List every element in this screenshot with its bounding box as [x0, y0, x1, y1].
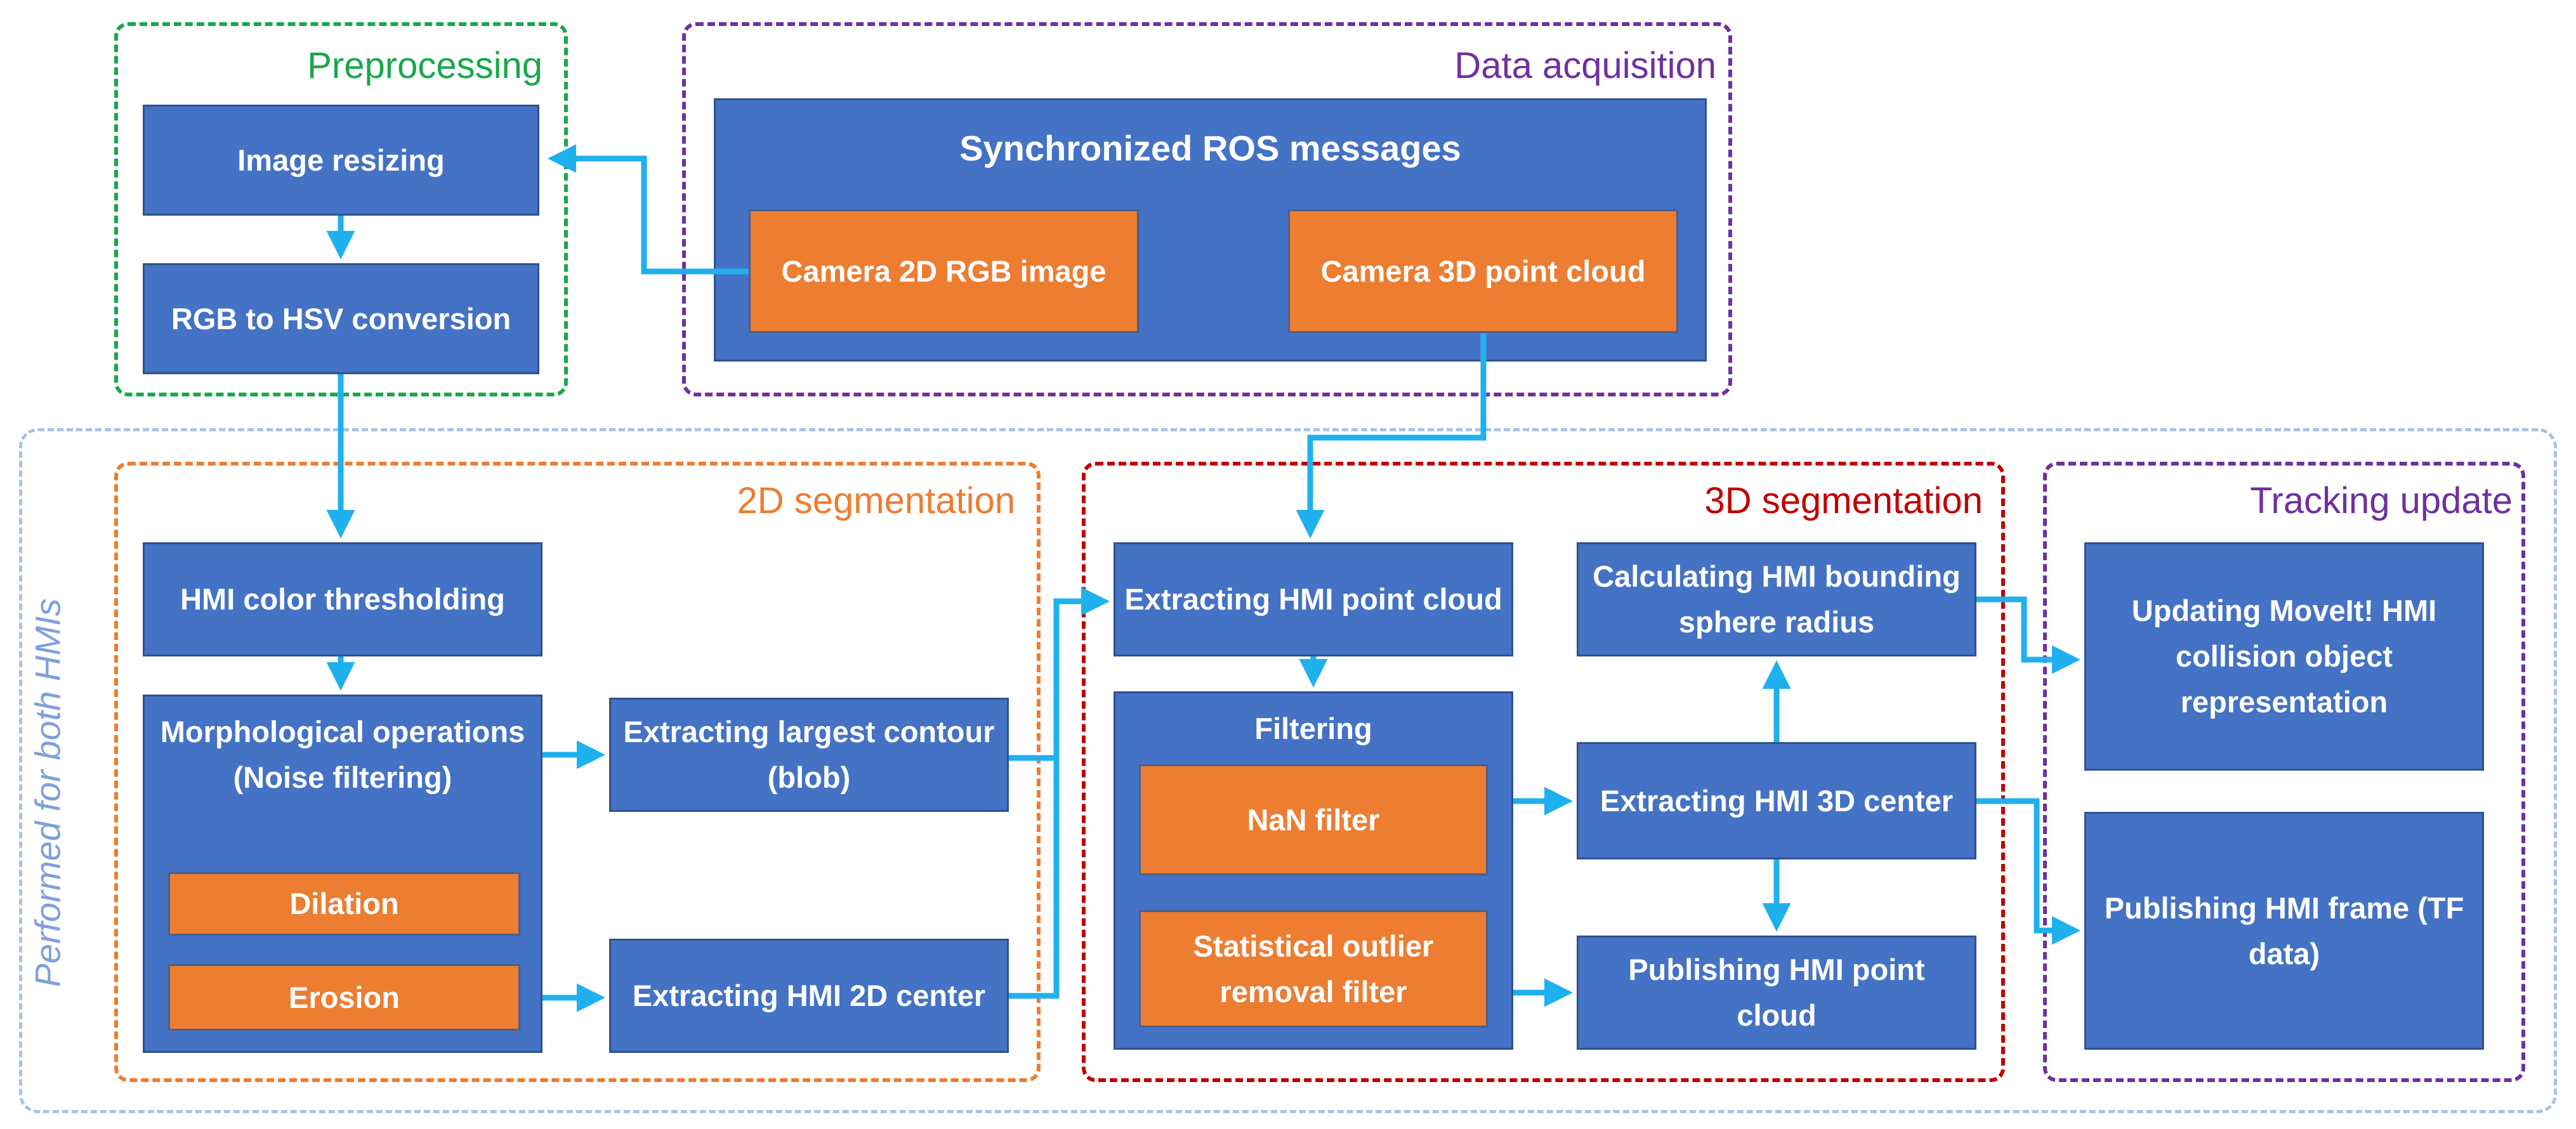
- statistical-outlier-removal-filter-node: Statistical outlier removal filter: [1139, 910, 1488, 1028]
- performed-for-both-hmis-group: [19, 428, 2557, 1113]
- arrow-camera2d-to-resizing: [548, 144, 749, 275]
- data-acquisition-title: Data acquisition: [1454, 45, 1716, 86]
- publishing-hmi-frame-node: Publishing HMI frame (TF data): [2084, 812, 2484, 1050]
- dilation-node: Dilation: [168, 872, 520, 936]
- camera-2d-rgb-image-node: Camera 2D RGB image: [749, 209, 1139, 333]
- segmentation-3d-title: 3D segmentation: [1704, 480, 1983, 521]
- erosion-node: Erosion: [168, 964, 520, 1031]
- image-resizing-node: Image resizing: [143, 105, 539, 216]
- arrow-camera3d-to-point-cloud: [1296, 333, 1487, 538]
- data-acquisition-group: [682, 22, 1732, 396]
- camera-3d-point-cloud-node: Camera 3D point cloud: [1288, 209, 1678, 333]
- tracking-update-group: [2043, 462, 2525, 1082]
- extracting-hmi-3d-center-node: Extracting HMI 3D center: [1577, 742, 1976, 859]
- hmi-color-thresholding-node: HMI color thresholding: [143, 542, 542, 656]
- arrow-3d-center-to-frame: [1976, 798, 2080, 945]
- rgb-to-hsv-node: RGB to HSV conversion: [143, 263, 539, 374]
- segmentation-3d-group: [1082, 462, 2005, 1082]
- extracting-hmi-2d-center-node: Extracting HMI 2D center: [609, 939, 1009, 1053]
- publishing-hmi-point-cloud-node: Publishing HMI point cloud: [1577, 936, 1976, 1050]
- nan-filter-node: NaN filter: [1139, 764, 1488, 875]
- tracking-update-title: Tracking update: [2250, 480, 2513, 521]
- extracting-hmi-point-cloud-node: Extracting HMI point cloud: [1114, 542, 1513, 656]
- segmentation-2d-group: [114, 462, 1041, 1082]
- updating-moveit-node: Updating MoveIt! HMI collision object re…: [2084, 542, 2484, 771]
- extracting-largest-contour-node: Extracting largest contour (blob): [609, 698, 1009, 812]
- segmentation-2d-title: 2D segmentation: [737, 480, 1015, 521]
- preprocessing-title: Preprocessing: [307, 45, 542, 86]
- arrow-radius-to-moveit: [1976, 596, 2080, 674]
- calculating-hmi-bounding-sphere-radius-node: Calculating HMI bounding sphere radius: [1577, 542, 1976, 656]
- arrow-2d-center-to-point-cloud: [1009, 587, 1110, 999]
